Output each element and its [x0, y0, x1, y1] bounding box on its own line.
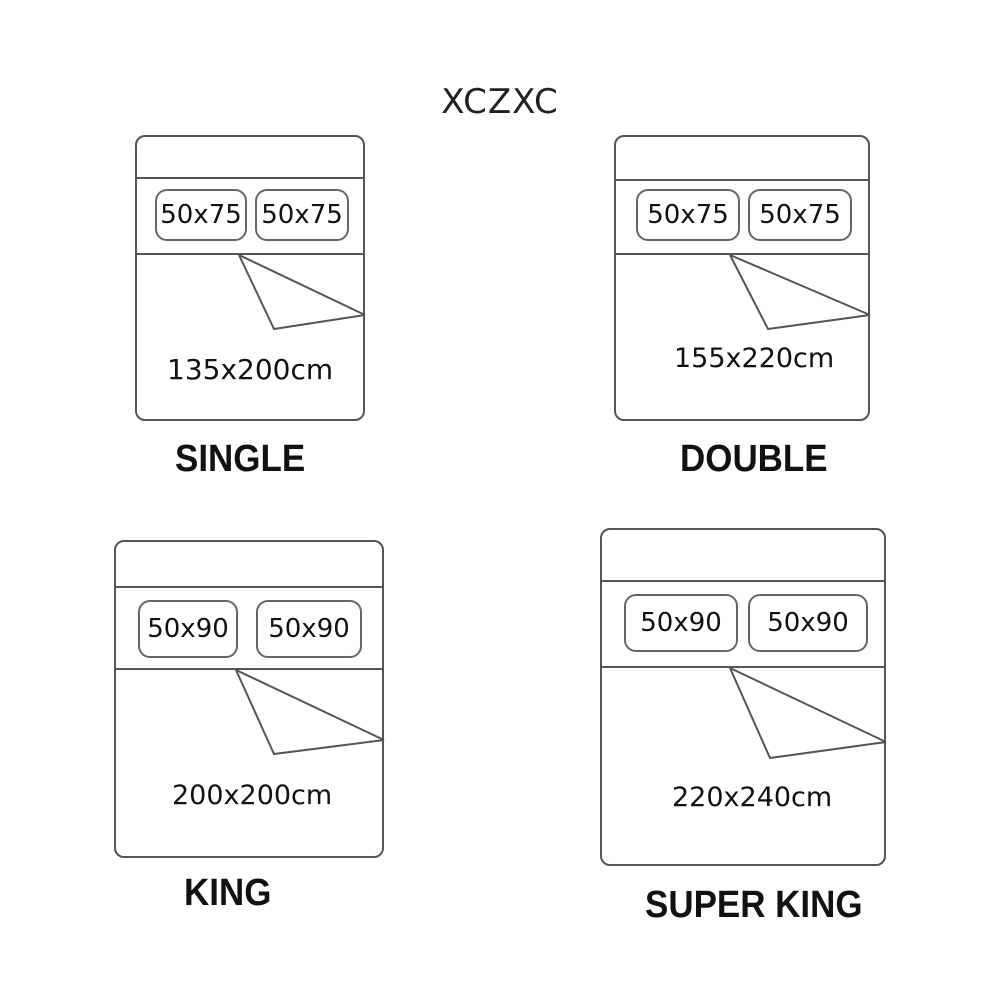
folded-sheet-corner: [235, 669, 385, 756]
king-bed-diagram: 50x90 50x90 200x200cm: [114, 540, 385, 858]
king-label: KING: [184, 872, 272, 914]
pillow-row: [602, 580, 884, 668]
king-size: 200x200cm: [172, 780, 333, 811]
headboard: [116, 542, 382, 588]
pillow-right: 50x75: [255, 189, 349, 241]
headboard: [137, 137, 363, 179]
folded-sheet-corner: [729, 254, 871, 331]
folded-sheet-corner: [238, 254, 366, 331]
double-label: DOUBLE: [680, 438, 828, 480]
pillow-left: 50x75: [636, 189, 740, 241]
pillow-row: [137, 177, 363, 255]
pillow-right: 50x90: [256, 600, 362, 658]
brand-title: XCZXC: [441, 82, 559, 122]
pillow-row: [116, 586, 382, 670]
double-bed-diagram: 50x75 50x75 155x220cm: [614, 135, 871, 421]
folded-sheet-corner: [729, 667, 887, 760]
pillow-left: 50x90: [624, 594, 738, 652]
pillow-left: 50x90: [138, 600, 238, 658]
super-king-bed-diagram: 50x90 50x90 220x240cm: [600, 528, 887, 866]
super-king-size: 220x240cm: [672, 782, 833, 813]
single-label: SINGLE: [175, 438, 306, 480]
super-king-label: SUPER KING: [645, 884, 863, 926]
headboard: [602, 530, 884, 582]
single-bed-diagram: 50x75 50x75 135x200cm: [135, 135, 366, 421]
pillow-row: [616, 179, 868, 255]
single-size: 135x200cm: [167, 353, 334, 386]
pillow-right: 50x75: [748, 189, 852, 241]
pillow-right: 50x90: [748, 594, 868, 652]
double-size: 155x220cm: [674, 343, 835, 374]
headboard: [616, 137, 868, 181]
pillow-left: 50x75: [155, 189, 247, 241]
